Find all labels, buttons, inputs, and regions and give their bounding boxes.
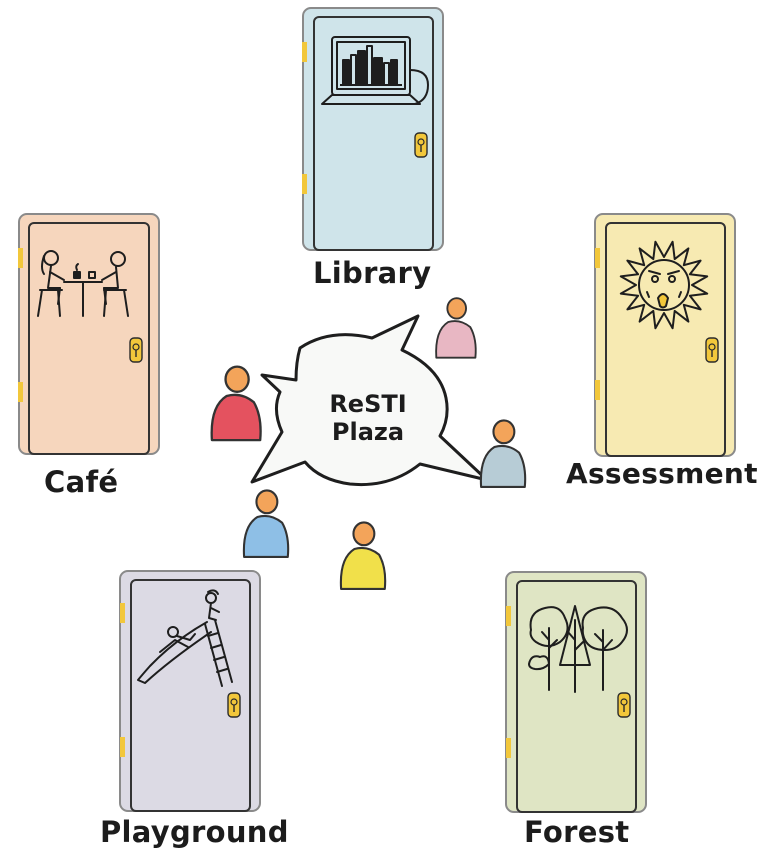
forest-door[interactable] [505,571,647,813]
assessment-door[interactable] [594,213,736,457]
person-figure [435,297,477,359]
cafe-door[interactable] [18,213,160,455]
library-door[interactable] [302,7,444,251]
cafe-table-icon [37,250,129,317]
playground-door[interactable] [119,570,261,812]
worried-sun-icon [619,240,709,330]
door-knob [414,132,428,158]
door-knob [705,337,719,363]
plaza-title: ReSTI Plaza [300,390,436,446]
door-label-forest: Forest [524,815,630,849]
slide-icon [137,589,233,687]
door-label-assessment: Assessment [566,457,758,490]
person-figure [210,365,262,442]
plaza-title-line1: ReSTI [329,390,407,418]
laptop-bookshelf-icon [321,36,429,105]
trees-icon [528,605,628,693]
door-knob [129,337,143,363]
door-label-library: Library [313,256,432,290]
person-figure [339,521,387,590]
person-figure [242,489,290,558]
door-label-playground: Playground [100,815,289,849]
plaza-title-line2: Plaza [331,418,405,446]
door-knob [227,692,241,718]
person-figure [479,419,527,488]
plaza-bubble [250,314,489,487]
door-knob [617,692,631,718]
door-label-cafe: Café [44,465,119,499]
